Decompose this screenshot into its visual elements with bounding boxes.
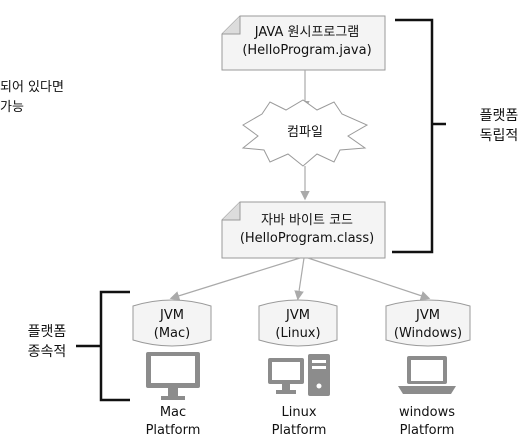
source-box-fold bbox=[222, 16, 241, 35]
jvm-linux-shape bbox=[258, 299, 338, 347]
arrow-bytecode-jvm-mac bbox=[169, 257, 301, 301]
jvm-mac-shape bbox=[132, 299, 212, 347]
platform-independent-label: 플랫폼 독립적 bbox=[470, 106, 528, 147]
jvm-mac-label: JVM (Mac) bbox=[132, 307, 212, 342]
bracket-platform-independent bbox=[392, 18, 446, 254]
mac-platform-caption: Mac Platform bbox=[133, 404, 213, 439]
platform-independent-line2: 독립적 bbox=[479, 128, 519, 145]
platform-dependent-label: 플랫폼 종속적 bbox=[18, 322, 76, 363]
platform-dependent-line1: 플랫폼 bbox=[27, 324, 67, 340]
jvm-windows-label: JVM (Windows) bbox=[383, 307, 473, 342]
bytecode-filename: (HelloProgram.class) bbox=[239, 230, 375, 246]
cut-text: 되어 있다면 가능 bbox=[0, 78, 64, 117]
jvm-linux-label: JVM (Linux) bbox=[258, 307, 338, 342]
windows-platform-line2: Platform bbox=[399, 422, 455, 438]
windows-platform-caption: windows Platform bbox=[387, 404, 467, 439]
desktop-tower-icon bbox=[268, 354, 330, 396]
jvm-windows-shape bbox=[385, 299, 471, 347]
compile-label: 컴파일 bbox=[287, 125, 323, 140]
linux-platform-caption: Linux Platform bbox=[259, 404, 339, 439]
mac-platform-line2: Platform bbox=[145, 422, 201, 438]
jvm-mac-line2: (Mac) bbox=[153, 325, 191, 341]
jvm-linux-line2: (Linux) bbox=[275, 325, 321, 341]
linux-platform-line2: Platform bbox=[271, 422, 327, 438]
arrow-bytecode-jvm-linux bbox=[294, 257, 305, 301]
windows-platform-line1: windows bbox=[398, 405, 456, 420]
platform-independent-line1: 플랫폼 bbox=[479, 108, 519, 124]
jvm-windows-line2: (Windows) bbox=[393, 325, 463, 341]
bracket-platform-dependent bbox=[76, 290, 130, 402]
monitor-icon bbox=[146, 352, 200, 400]
source-title: JAVA 원시프로그램 bbox=[254, 25, 360, 40]
platform-dependent-line2: 종속적 bbox=[27, 344, 67, 361]
jvm-windows-line1: JVM bbox=[416, 308, 440, 323]
compile-starburst bbox=[241, 99, 369, 167]
jvm-linux-line1: JVM bbox=[286, 308, 310, 323]
bytecode-box-text: 자바 바이트 코드 (HelloProgram.class) bbox=[232, 212, 382, 247]
source-filename: (HelloProgram.java) bbox=[242, 42, 372, 58]
cut-text-line1: 되어 있다면 bbox=[0, 80, 64, 95]
cut-text-line2: 가능 bbox=[0, 99, 24, 115]
jvm-mac-line1: JVM bbox=[160, 308, 184, 323]
source-box-text: JAVA 원시프로그램 (HelloProgram.java) bbox=[232, 24, 382, 59]
bytecode-title: 자바 바이트 코드 bbox=[261, 213, 353, 228]
linux-platform-line1: Linux bbox=[281, 405, 317, 420]
mac-platform-line1: Mac bbox=[159, 405, 187, 420]
laptop-icon bbox=[398, 356, 456, 394]
arrow-bytecode-jvm-windows bbox=[307, 257, 431, 301]
bytecode-box-fold bbox=[222, 202, 241, 221]
